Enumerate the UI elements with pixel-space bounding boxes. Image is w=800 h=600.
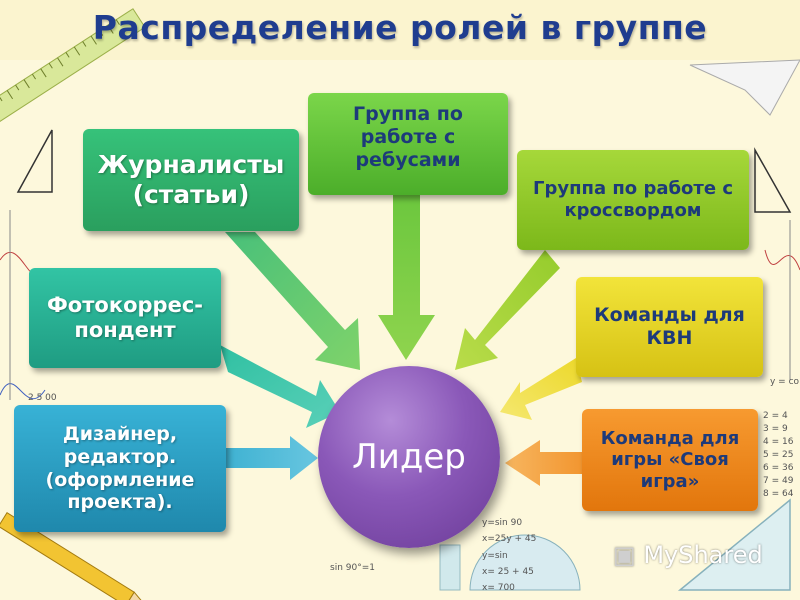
- pencil-decor: [0, 512, 153, 600]
- formula-text: 7 = 49: [763, 476, 794, 486]
- formula-text: 4 = 16: [763, 437, 794, 447]
- formula-text: y = co: [770, 377, 800, 387]
- arrow-photo: [220, 345, 340, 428]
- paper-plane-decor: [689, 59, 800, 116]
- protractor-decor: [469, 534, 581, 591]
- formula-text: sin 90°=1: [330, 563, 375, 573]
- role-label: Группа по работе с ребусами: [353, 103, 463, 171]
- role-box-rebus: Группа по работе с ребусами: [308, 93, 508, 195]
- role-label: Дизайнер, редактор. (оформление проекта)…: [45, 422, 195, 514]
- role-label: Группа по работе с кроссвордом: [533, 178, 733, 221]
- role-box-kvn: Команды для КВН: [576, 277, 763, 377]
- formula-text: y=sin 90: [482, 518, 522, 528]
- page-title: Распределение ролей в группе: [92, 8, 708, 47]
- triangle-decor-right: [754, 147, 792, 213]
- formula-text: y=sin: [482, 551, 508, 561]
- arrow-rebus: [378, 195, 435, 360]
- formula-text: 2 = 4: [763, 411, 788, 421]
- triangle-decor-left: [16, 129, 53, 193]
- set-square-decor: [677, 498, 791, 591]
- watermark-logo: ▣ MyShared: [613, 541, 763, 569]
- role-box-crossword: Группа по работе с кроссвордом: [517, 150, 749, 250]
- arrow-kvn: [500, 358, 582, 420]
- role-box-designer: Дизайнер, редактор. (оформление проекта)…: [14, 405, 226, 532]
- arrow-journalists: [225, 232, 360, 370]
- role-label: Фотокоррес- пондент: [46, 292, 203, 342]
- leader-label: Лидер: [352, 437, 466, 477]
- arrow-game: [505, 440, 582, 486]
- formula-text: x= 700: [482, 583, 515, 593]
- presentation-icon: ▣: [613, 541, 636, 569]
- role-label: Журналисты (статьи): [97, 150, 285, 209]
- formula-text: x=25y + 45: [482, 534, 536, 544]
- arrow-crossword: [455, 250, 560, 370]
- arrow-designer: [226, 436, 318, 480]
- role-box-journalists: Журналисты (статьи): [83, 129, 299, 231]
- role-box-photo: Фотокоррес- пондент: [29, 268, 221, 368]
- role-label: Команда для игры «Своя игра»: [600, 427, 740, 492]
- role-label: Команды для КВН: [594, 304, 745, 349]
- formula-text: 8 = 64: [763, 489, 794, 499]
- formula-text: x= 25 + 45: [482, 567, 534, 577]
- leader-circle: Лидер: [318, 366, 500, 548]
- ruler-decor: [0, 8, 146, 126]
- watermark-text: MyShared: [643, 541, 763, 569]
- formula-text: 3 = 9: [763, 424, 788, 434]
- formula-text: 5 = 25: [763, 450, 793, 460]
- formula-text: 6 = 36: [763, 463, 794, 473]
- role-box-game: Команда для игры «Своя игра»: [582, 409, 758, 511]
- formula-text: 2 5 00: [28, 393, 57, 403]
